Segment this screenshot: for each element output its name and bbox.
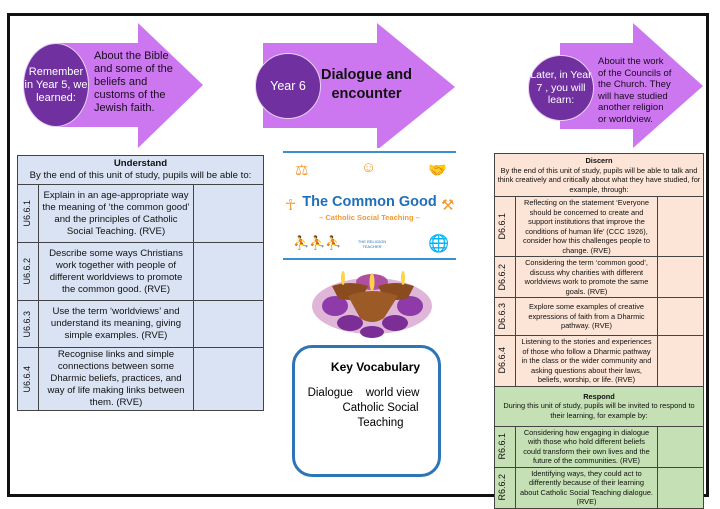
objective-notes-cell bbox=[657, 425, 704, 468]
kneeling-person-icon: ⚒ bbox=[441, 197, 455, 214]
discern-intro: By the end of this unit of study, pupils… bbox=[497, 165, 701, 194]
objective-text: Explain in an age-appropriate way the me… bbox=[38, 184, 194, 243]
group-hug-icon: ☺ bbox=[361, 159, 377, 176]
top-rule bbox=[283, 151, 456, 153]
objective-text: Reflecting on the statement ‘Everyone sh… bbox=[515, 196, 658, 257]
table-row: D6.6.3 Explore some examples of creative… bbox=[494, 297, 704, 336]
table-row: D6.6.1 Reflecting on the statement ‘Ever… bbox=[494, 196, 704, 257]
table-row: D6.6.4 Listening to the stories and expe… bbox=[494, 335, 704, 387]
table-row: U6.6.4 Recognise links and simple connec… bbox=[17, 347, 264, 411]
current-year-circle: Year 6 bbox=[255, 53, 321, 119]
respond-intro: During this unit of study, pupils will b… bbox=[503, 401, 695, 420]
table-row: U6.6.1 Explain in an age-appropriate way… bbox=[17, 184, 264, 243]
next-year-circle: Later, in Year 7 , you will learn: bbox=[528, 55, 594, 121]
understand-heading: Understand bbox=[113, 158, 168, 169]
objective-code: D6.6.1 bbox=[497, 213, 507, 240]
arrow-shape-current bbox=[263, 23, 455, 148]
next-year-label: Later, in Year 7 , you will learn: bbox=[530, 69, 592, 107]
objective-code: U6.6.2 bbox=[22, 258, 32, 285]
vocab-line: Teaching bbox=[357, 417, 404, 429]
discern-header-row: Discern By the end of this unit of study… bbox=[494, 153, 704, 197]
vocab-line: Dialogue world view bbox=[307, 387, 420, 399]
understand-header-row: Understand By the end of this unit of st… bbox=[17, 155, 264, 185]
previous-learning-arrow: Remember in Year 5, we learned: About th… bbox=[18, 23, 203, 148]
objective-text: Considering how engaging in dialogue wit… bbox=[515, 425, 658, 468]
seesaw-people-icon: ⚖ bbox=[295, 162, 309, 179]
understand-table: Understand By the end of this unit of st… bbox=[17, 155, 264, 411]
objective-notes-cell bbox=[657, 466, 704, 509]
unit-title: Dialogue and encounter bbox=[320, 67, 413, 102]
objective-text: Recognise links and simple connections b… bbox=[38, 347, 194, 411]
table-row: R6.6.2 Identifying ways, they could act … bbox=[494, 466, 704, 509]
objective-code: U6.6.3 bbox=[22, 310, 32, 338]
objective-text: Listening to the stories and experiences… bbox=[515, 335, 658, 387]
respond-heading: Respond bbox=[583, 391, 615, 401]
objective-notes-cell bbox=[193, 347, 264, 411]
objective-code: D6.6.3 bbox=[497, 303, 507, 330]
bottom-rule bbox=[283, 258, 456, 260]
understand-intro: By the end of this unit of study, pupils… bbox=[29, 170, 252, 181]
current-unit-arrow: Year 6 Dialogue and encounter bbox=[255, 23, 455, 148]
objective-text: Use the term ‘worldviews’ and understand… bbox=[38, 300, 194, 348]
objective-code: R6.6.1 bbox=[497, 433, 507, 460]
handshake-icon: 🤝 bbox=[428, 162, 447, 179]
arrow-shape-next bbox=[560, 23, 703, 148]
diya-lamp-icons bbox=[332, 271, 414, 322]
next-learning-text: Abouit the work of the Councils of the C… bbox=[598, 56, 672, 125]
previous-year-label: Remember in Year 5, we learned: bbox=[24, 65, 88, 104]
discern-respond-table: Discern By the end of this unit of study… bbox=[494, 153, 704, 509]
table-row: R6.6.1 Considering how engaging in dialo… bbox=[494, 425, 704, 468]
objective-notes-cell bbox=[193, 184, 264, 243]
discern-heading: Discern bbox=[585, 156, 613, 165]
common-good-title: The Common Good bbox=[302, 194, 437, 210]
common-good-graphic: ⚖ ☺ 🤝 ☥ ⚒ The Common Good – Catholic Soc… bbox=[283, 151, 456, 260]
objective-code: D6.6.2 bbox=[497, 263, 507, 291]
page-border bbox=[7, 13, 709, 497]
table-row: U6.6.3 Use the term ‘worldviews’ and und… bbox=[17, 300, 264, 348]
objective-code: U6.6.4 bbox=[22, 365, 32, 393]
objective-notes-cell bbox=[193, 242, 264, 301]
objective-text: Considering the term ‘common good’, disc… bbox=[515, 256, 658, 298]
diya-lamps-image bbox=[312, 271, 432, 338]
current-year-label: Year 6 bbox=[270, 78, 306, 93]
vocab-line: Catholic Social bbox=[342, 402, 419, 414]
objective-code: D6.6.4 bbox=[497, 347, 507, 375]
objective-notes-cell bbox=[657, 335, 704, 387]
objective-text: Explore some examples of creative expres… bbox=[515, 297, 658, 336]
table-row: D6.6.2 Considering the term ‘common good… bbox=[494, 256, 704, 298]
objective-notes-cell bbox=[657, 256, 704, 298]
previous-learning-text: About the Bible and some of the beliefs … bbox=[94, 50, 173, 114]
objective-text: Identifying ways, they could act to diff… bbox=[515, 466, 658, 509]
table-row: U6.6.2 Describe some ways Christians wor… bbox=[17, 242, 264, 301]
key-vocabulary-title: Key Vocabulary bbox=[330, 360, 421, 374]
objective-notes-cell bbox=[657, 297, 704, 336]
common-good-subtitle: – Catholic Social Teaching – bbox=[319, 213, 420, 222]
objective-text: Describe some ways Christians work toget… bbox=[38, 242, 194, 301]
next-learning-arrow: Later, in Year 7 , you will learn: Aboui… bbox=[528, 23, 703, 148]
previous-year-circle: Remember in Year 5, we learned: bbox=[23, 43, 89, 127]
objective-notes-cell bbox=[657, 196, 704, 257]
arrow-shape-previous bbox=[56, 23, 203, 148]
objective-code: R6.6.2 bbox=[497, 474, 507, 501]
key-vocabulary-box: Key Vocabulary Dialogue world view Catho… bbox=[292, 345, 441, 477]
objective-code: U6.6.1 bbox=[22, 200, 32, 227]
respond-header-row: Respond During this unit of study, pupil… bbox=[494, 385, 704, 427]
objective-notes-cell bbox=[193, 300, 264, 348]
religion-teacher-logo: THE RELIGION TEACHER bbox=[357, 239, 387, 249]
praying-person-icon: ☥ bbox=[285, 197, 297, 214]
key-vocabulary-terms: Dialogue world view Catholic Social Teac… bbox=[295, 386, 438, 431]
people-chain-icon: ⛹⛹⛹ bbox=[293, 235, 342, 250]
globe-icon: 🌐 bbox=[428, 234, 450, 253]
